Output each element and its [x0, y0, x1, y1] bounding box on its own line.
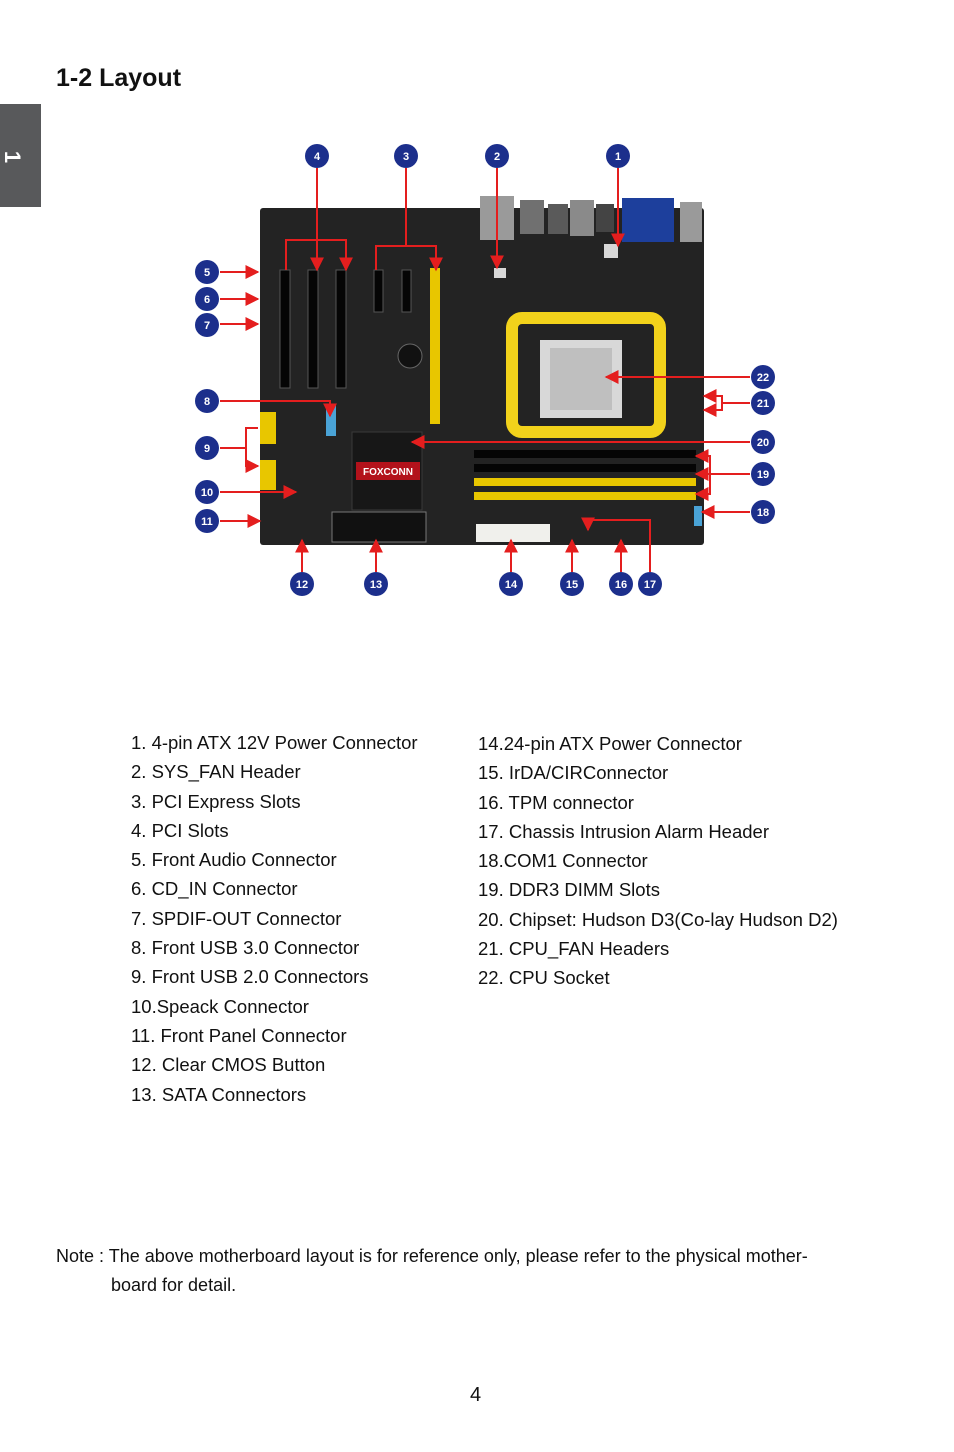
svg-text:18: 18	[757, 507, 769, 519]
list-item: 9. Front USB 2.0 Connectors	[131, 966, 369, 988]
note-line-1: Note : The above motherboard layout is f…	[56, 1246, 808, 1266]
list-item: 18.COM1 Connector	[478, 850, 648, 872]
list-item: 22. CPU Socket	[478, 967, 610, 989]
component-list-left: 1. 4-pin ATX 12V Power Connector 2. SYS_…	[131, 728, 418, 1109]
svg-text:22: 22	[757, 372, 769, 384]
svg-text:14: 14	[505, 579, 518, 591]
callout-7: 7	[195, 313, 219, 337]
callout-9: 9	[195, 436, 219, 460]
svg-text:3: 3	[403, 151, 409, 163]
board-logo-text: FOXCONN	[363, 467, 413, 478]
svg-text:16: 16	[615, 579, 627, 591]
svg-text:21: 21	[757, 398, 769, 410]
list-item: 3. PCI Express Slots	[131, 790, 301, 812]
chapter-tab: 1	[0, 104, 41, 207]
note-line-2: board for detail.	[111, 1275, 237, 1295]
callout-22: 22	[751, 365, 775, 389]
list-item: 4. PCI Slots	[131, 819, 229, 841]
svg-text:5: 5	[204, 267, 210, 279]
motherboard-board: FOXCONN	[260, 196, 704, 545]
callout-2: 2	[485, 144, 509, 168]
list-item: 17. Chassis Intrusion Alarm Header	[478, 820, 769, 842]
list-item: 15. IrDA/CIRConnector	[478, 762, 669, 784]
callout-badges: 4 3 2 1 5 6 7 8 9 10 11 12 13 14 15 16 1…	[195, 144, 775, 596]
list-item: 6. CD_IN Connector	[131, 878, 298, 900]
callout-15: 15	[560, 572, 584, 596]
svg-text:19: 19	[757, 469, 769, 481]
callout-12: 12	[290, 572, 314, 596]
list-item: 10.Speack Connector	[131, 995, 309, 1017]
svg-text:2: 2	[494, 151, 500, 163]
callout-20: 20	[751, 430, 775, 454]
callout-18: 18	[751, 500, 775, 524]
motherboard-diagram: FOXCONN	[195, 144, 775, 596]
callout-5: 5	[195, 260, 219, 284]
svg-text:10: 10	[201, 487, 213, 499]
svg-text:9: 9	[204, 443, 210, 455]
list-item: 1. 4-pin ATX 12V Power Connector	[131, 732, 418, 753]
svg-text:6: 6	[204, 294, 210, 306]
list-item: 19. DDR3 DIMM Slots	[478, 879, 660, 901]
callout-10: 10	[195, 480, 219, 504]
reference-note: Note : The above motherboard layout is f…	[56, 1242, 808, 1300]
callout-1: 1	[606, 144, 630, 168]
svg-text:20: 20	[757, 437, 769, 449]
callout-8: 8	[195, 389, 219, 413]
list-item: 8. Front USB 3.0 Connector	[131, 937, 360, 959]
callout-4: 4	[305, 144, 329, 168]
callout-16: 16	[609, 572, 633, 596]
svg-text:17: 17	[644, 579, 656, 591]
svg-text:8: 8	[204, 396, 210, 408]
svg-text:4: 4	[314, 151, 321, 163]
svg-text:13: 13	[370, 579, 382, 591]
callout-11: 11	[195, 509, 219, 533]
callout-14: 14	[499, 572, 523, 596]
callout-13: 13	[364, 572, 388, 596]
list-item: 5. Front Audio Connector	[131, 849, 337, 871]
list-item: 21. CPU_FAN Headers	[478, 938, 670, 960]
page-title: 1-2 Layout	[56, 64, 182, 92]
list-item: 13. SATA Connectors	[131, 1083, 307, 1105]
component-list-right: 14.24-pin ATX Power Connector 15. IrDA/C…	[478, 729, 838, 993]
list-item: 2. SYS_FAN Header	[131, 761, 301, 783]
svg-text:11: 11	[201, 516, 213, 528]
svg-text:15: 15	[566, 579, 578, 591]
svg-text:7: 7	[204, 320, 210, 332]
callout-19: 19	[751, 462, 775, 486]
list-item: 11. Front Panel Connector	[131, 1024, 347, 1046]
callout-17: 17	[638, 572, 662, 596]
list-item: 14.24-pin ATX Power Connector	[478, 733, 742, 754]
list-item: 20. Chipset: Hudson D3(Co-lay Hudson D2)	[478, 908, 838, 930]
list-item: 7. SPDIF-OUT Connector	[131, 907, 342, 929]
callout-21: 21	[751, 391, 775, 415]
list-item: 16. TPM connector	[478, 791, 634, 813]
callout-3: 3	[394, 144, 418, 168]
callout-lines	[220, 168, 750, 572]
svg-text:12: 12	[296, 579, 308, 591]
list-item: 12. Clear CMOS Button	[131, 1054, 326, 1076]
callout-6: 6	[195, 287, 219, 311]
page-number: 4	[470, 1384, 482, 1406]
svg-text:1: 1	[615, 151, 621, 163]
